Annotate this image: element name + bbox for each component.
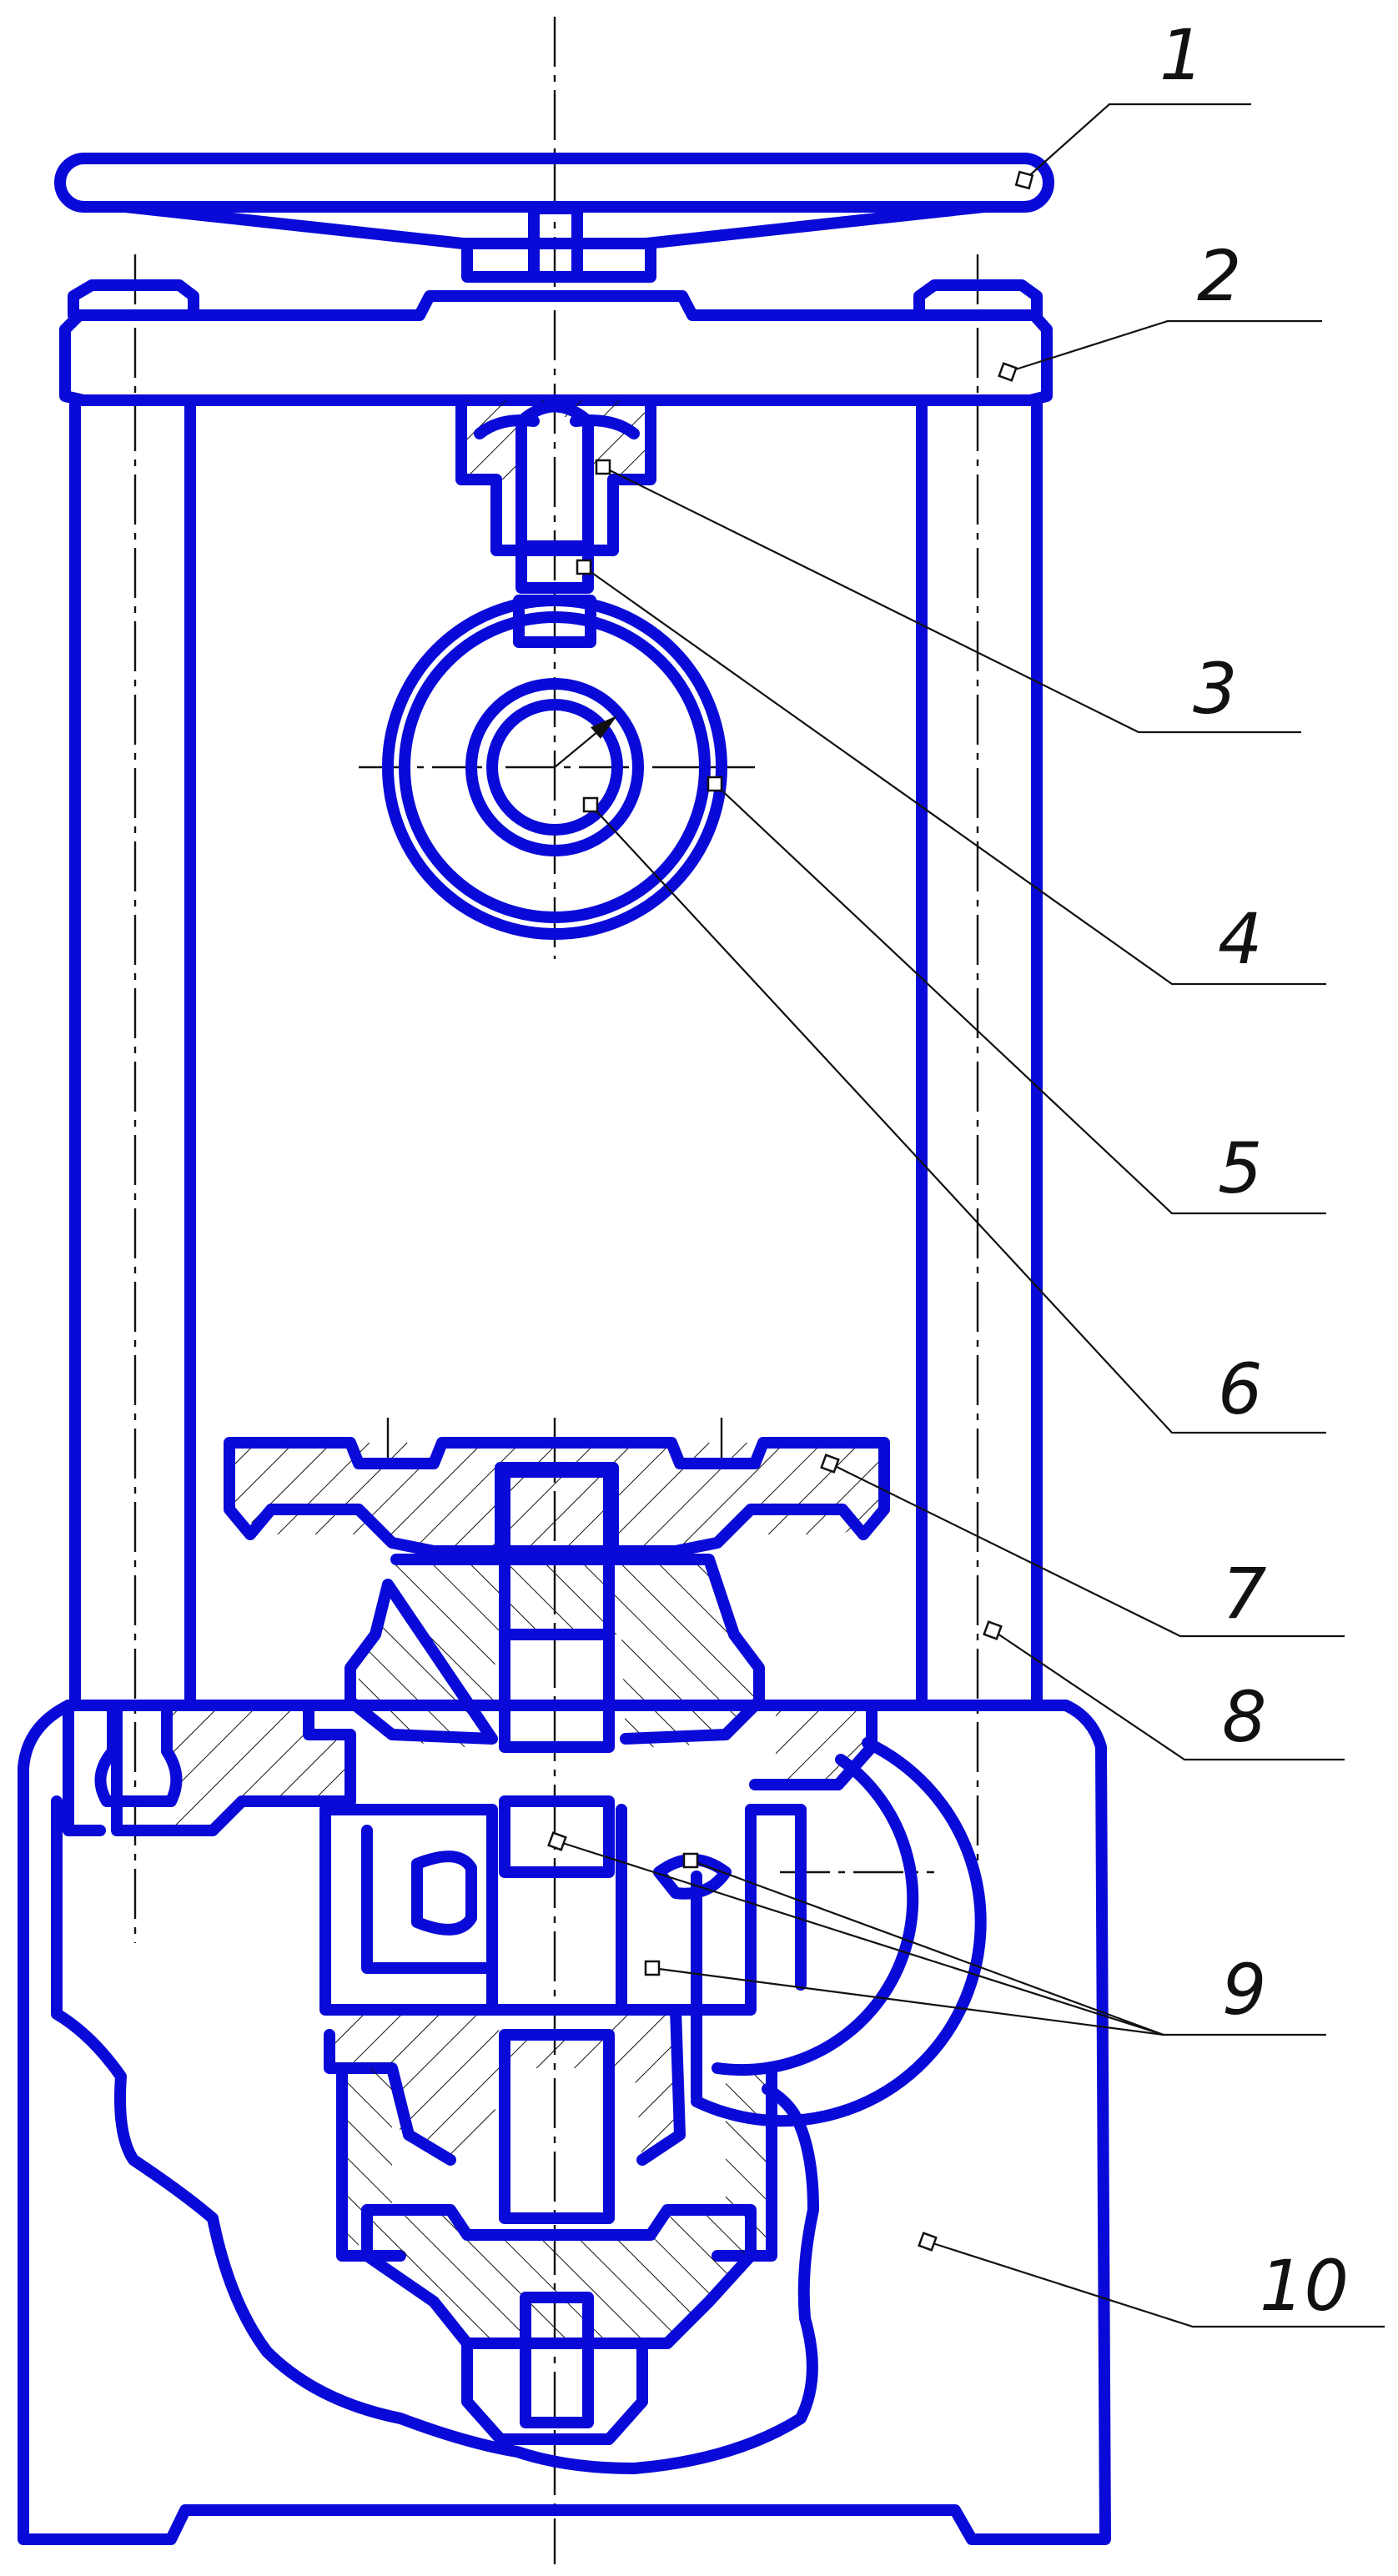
callout-4: 4 [1218, 898, 1262, 980]
leader-lines [556, 103, 1385, 2328]
base-frame [18, 1700, 1111, 2545]
callout-labels: 1 2 3 4 5 6 7 8 9 10 [1159, 14, 1349, 2327]
bushing [465, 678, 644, 856]
callout-3: 3 [1193, 648, 1237, 730]
callout-10: 10 [1260, 2245, 1349, 2327]
callout-7: 7 [1222, 1553, 1266, 1634]
callout-6: 6 [1218, 1348, 1262, 1430]
ring-part [382, 595, 727, 940]
callout-1: 1 [1159, 14, 1204, 96]
callout-9: 9 [1222, 1949, 1266, 2031]
callout-2: 2 [1197, 235, 1241, 317]
top-crosshead [59, 279, 1053, 406]
press-table [224, 1437, 890, 1557]
handwheel [54, 153, 1054, 283]
leader-markers [547, 170, 1034, 2252]
screw-nut [455, 394, 656, 556]
callout-5: 5 [1218, 1127, 1262, 1209]
callout-8: 8 [1222, 1676, 1266, 1758]
